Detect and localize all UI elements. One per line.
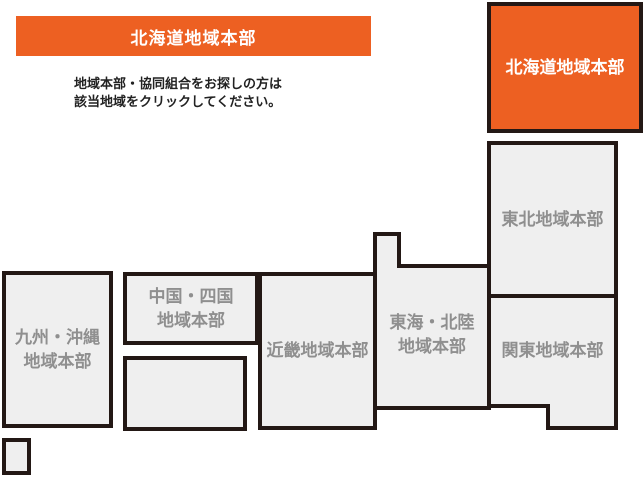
region-tohoku[interactable]: 東北地域本部	[487, 141, 618, 298]
region-kinki-label: 近畿地域本部	[266, 341, 369, 361]
region-kyushu[interactable]: 九州・沖縄 地域本部	[2, 271, 113, 428]
instructions-line-2: 該当地域をクリックしてください。	[74, 95, 282, 110]
region-title: 北海道地域本部	[130, 28, 257, 49]
region-kyushu-label: 九州・沖縄 地域本部	[15, 327, 100, 372]
region-chugoku-label: 中国・四国 地域本部	[148, 286, 234, 331]
instructions-text: 地域本部・協同組合をお探しの方は 該当地域をクリックしてください。	[74, 76, 374, 112]
region-title-banner: 北海道地域本部	[16, 16, 371, 56]
region-kinki[interactable]: 近畿地域本部	[258, 272, 377, 430]
region-shikoku[interactable]	[123, 356, 247, 431]
region-tohoku-label: 東北地域本部	[501, 209, 604, 230]
region-hokkaido-label: 北海道地域本部	[505, 57, 625, 78]
region-kanto-label: 関東地域本部	[501, 341, 604, 361]
region-okinawa-island[interactable]	[2, 438, 31, 475]
region-tokai-label: 東海・北陸 地域本部	[389, 313, 475, 357]
region-tokai[interactable]: 東海・北陸 地域本部	[375, 300, 489, 370]
region-chugoku[interactable]: 中国・四国 地域本部	[123, 272, 259, 345]
region-hokkaido[interactable]: 北海道地域本部	[487, 2, 643, 133]
region-kanto[interactable]: 関東地域本部	[489, 296, 616, 406]
instructions-line-1: 地域本部・協同組合をお探しの方は	[74, 77, 283, 92]
